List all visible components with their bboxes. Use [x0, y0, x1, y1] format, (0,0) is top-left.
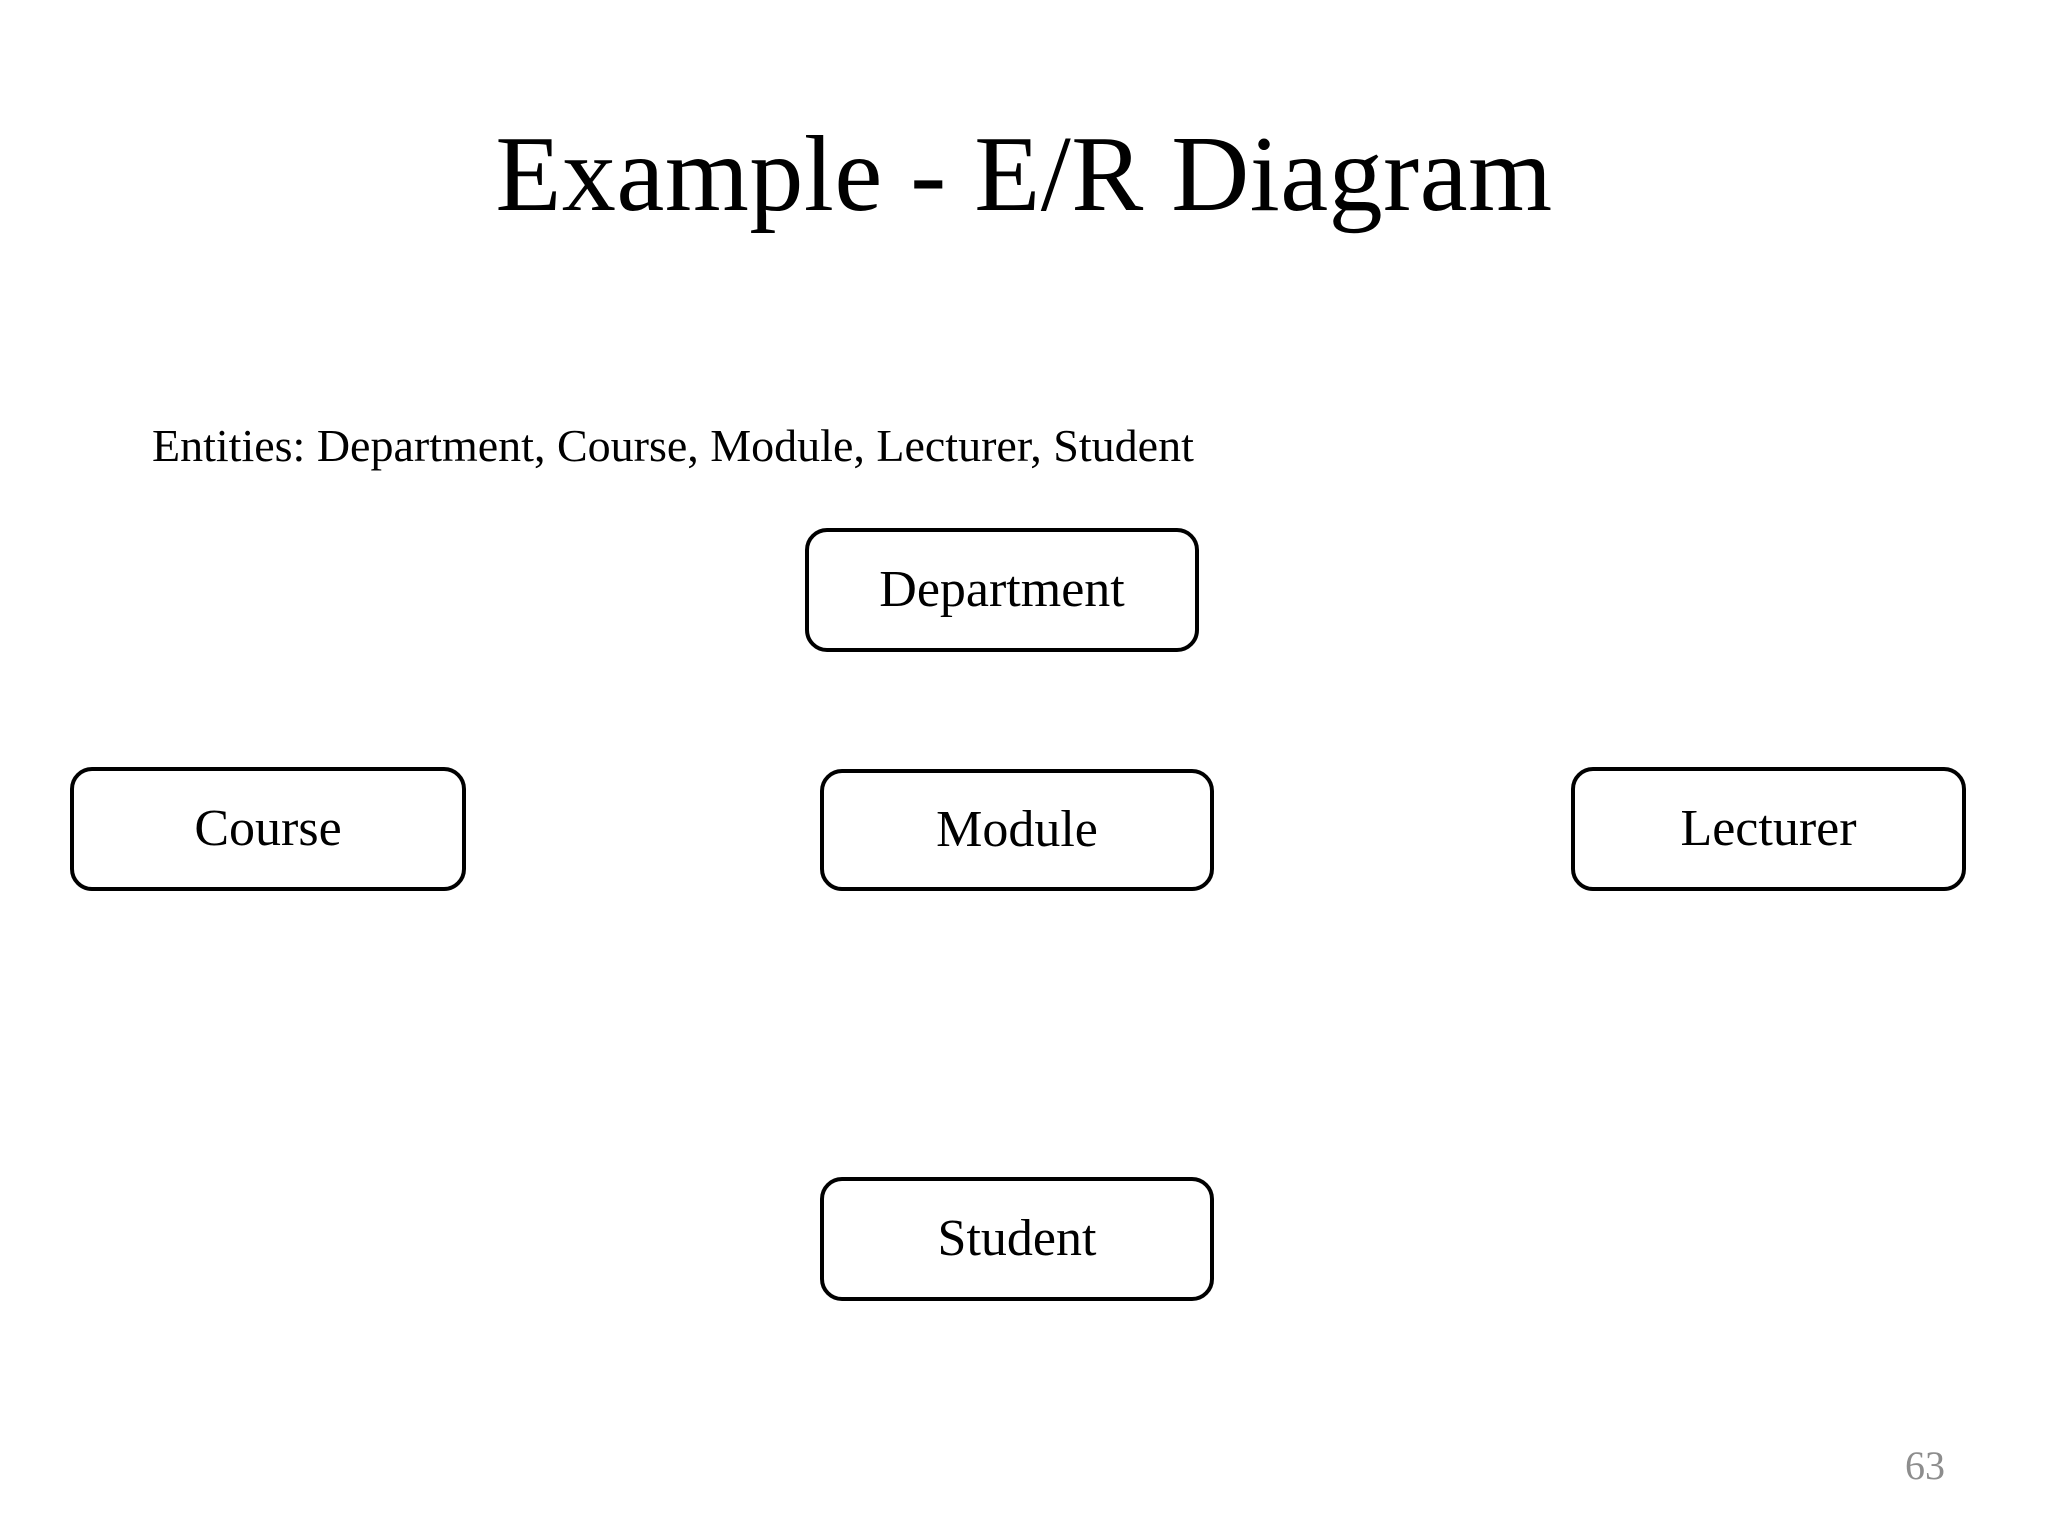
page-title: Example - E/R Diagram [495, 115, 1553, 234]
page-number: 63 [1905, 1443, 1945, 1488]
entity-label-course: Course [194, 800, 342, 857]
entity-box-course[interactable]: Course [70, 767, 466, 891]
entity-label-lecturer: Lecturer [1680, 800, 1857, 857]
entity-label-module: Module [936, 801, 1098, 858]
entity-box-student[interactable]: Student [820, 1177, 1214, 1301]
entity-box-department[interactable]: Department [805, 528, 1199, 652]
entity-label-department: Department [879, 561, 1125, 618]
entity-box-module[interactable]: Module [820, 769, 1214, 891]
entities-caption: Entities: Department, Course, Module, Le… [152, 420, 1194, 471]
entity-label-student: Student [937, 1210, 1097, 1267]
entity-box-lecturer[interactable]: Lecturer [1571, 767, 1966, 891]
